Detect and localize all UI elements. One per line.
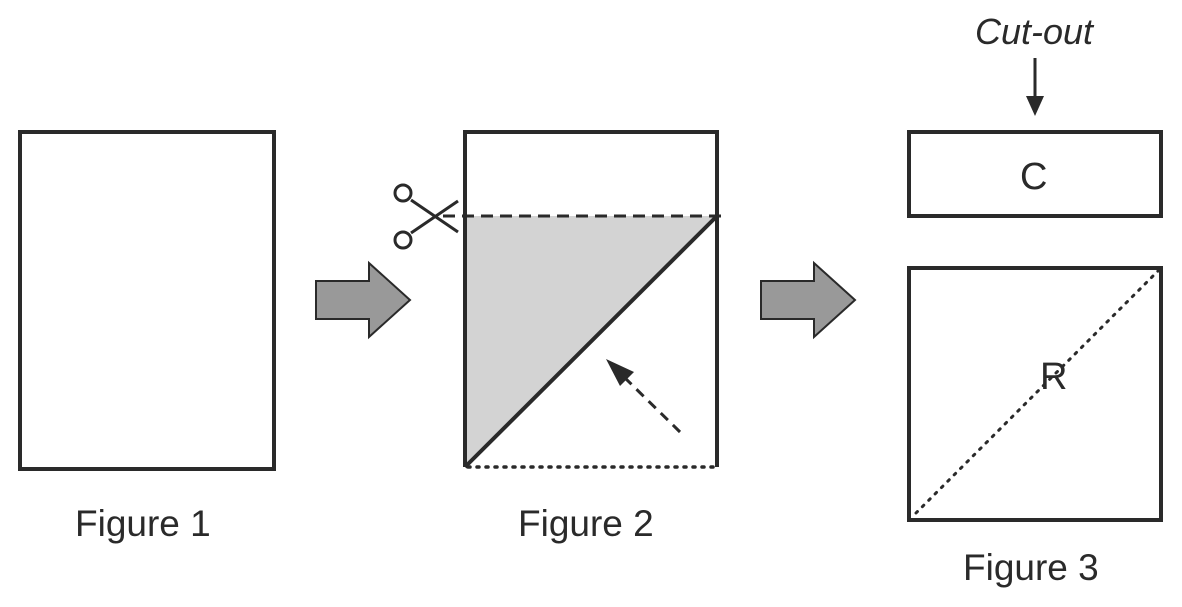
figure3-caption: Figure 3 [963, 547, 1099, 588]
fold-direction-arrow [621, 374, 682, 434]
figure1-caption: Figure 1 [75, 503, 211, 544]
cutout-label: Cut-out [975, 11, 1094, 52]
cutout-piece [907, 130, 1163, 218]
block-arrow-right-icon [315, 260, 412, 340]
remaining-piece-letter: R [1040, 356, 1068, 398]
fold-direction-arrowhead [606, 359, 634, 386]
figure2-caption: Figure 2 [518, 503, 654, 544]
remaining-fold-diagonal [914, 269, 1160, 515]
remaining-piece [907, 266, 1163, 522]
scissors-icon [393, 183, 459, 250]
cutout-piece-letter: C [1020, 156, 1048, 198]
cutout-pointer-arrowhead [1026, 96, 1044, 116]
figure1-paper [18, 130, 276, 471]
figure2-outline [463, 130, 719, 467]
fold-diagonal [463, 214, 719, 469]
figure2-folded-paper [393, 130, 724, 469]
block-arrow-right-icon [760, 260, 857, 340]
